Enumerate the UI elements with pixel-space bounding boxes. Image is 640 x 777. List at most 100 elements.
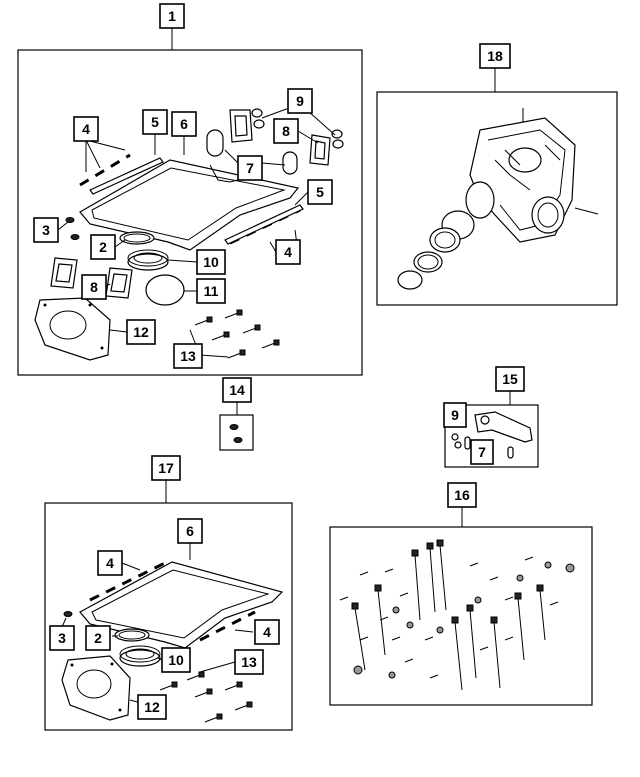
bolts-13-lower — [159, 671, 253, 723]
svg-text:12: 12 — [144, 699, 160, 715]
rect-gaskets-8-lower — [50, 257, 133, 299]
callout-5-b: 5 — [307, 179, 333, 205]
kit-1-group — [17, 28, 363, 376]
callout-8-a: 8 — [273, 118, 299, 144]
svg-text:10: 10 — [168, 652, 184, 668]
callout-2-b: 2 — [85, 625, 111, 651]
bracket-15 — [474, 411, 533, 443]
oval-gaskets-7-upper — [206, 129, 298, 175]
callout-15: 15 — [495, 366, 525, 392]
svg-text:8: 8 — [90, 279, 98, 295]
svg-text:17: 17 — [158, 460, 174, 476]
leaders-kit-17 — [61, 543, 254, 707]
kit-16-group — [329, 507, 593, 706]
o-ring-11 — [145, 274, 185, 306]
callout-3-b: 3 — [49, 625, 75, 651]
bolt-set-16 — [339, 539, 575, 691]
svg-text:6: 6 — [186, 523, 194, 539]
svg-text:7: 7 — [478, 444, 486, 460]
svg-text:3: 3 — [42, 222, 50, 238]
kit-17-group — [44, 480, 293, 731]
svg-text:14: 14 — [229, 382, 245, 398]
svg-text:1: 1 — [168, 8, 176, 24]
item-14-group — [219, 402, 254, 451]
callout-10-a: 10 — [196, 249, 226, 275]
seal-ring-2 — [119, 231, 155, 245]
callout-6-b: 6 — [177, 518, 203, 544]
kit-16-frame — [329, 526, 593, 706]
callout-14: 14 — [222, 377, 252, 403]
svg-text:13: 13 — [180, 348, 196, 364]
seal-10-lower — [119, 645, 161, 667]
bolts-13-upper — [194, 309, 280, 359]
svg-text:4: 4 — [284, 244, 292, 260]
dowel-pins-3 — [65, 217, 80, 240]
callout-12-a: 12 — [126, 319, 156, 345]
svg-text:15: 15 — [502, 371, 518, 387]
callout-18: 18 — [479, 43, 511, 69]
kit-15-group — [444, 390, 539, 468]
callout-13-b: 13 — [234, 649, 264, 675]
callout-5-a: 5 — [142, 109, 168, 135]
seal-strips-5 — [89, 157, 304, 245]
svg-text:12: 12 — [133, 324, 149, 340]
svg-text:2: 2 — [94, 630, 102, 646]
svg-text:3: 3 — [58, 630, 66, 646]
callout-6-a: 6 — [171, 111, 197, 137]
svg-text:2: 2 — [99, 239, 107, 255]
svg-text:7: 7 — [246, 160, 254, 176]
svg-text:9: 9 — [451, 407, 459, 423]
item-14-frame — [219, 414, 254, 451]
gasket-strips-4-lower — [89, 561, 256, 642]
svg-text:11: 11 — [204, 283, 219, 299]
supercharger-housing — [465, 117, 576, 243]
svg-text:18: 18 — [487, 48, 503, 64]
callout-17: 17 — [151, 455, 181, 481]
callout-13-a: 13 — [173, 343, 203, 369]
callout-7-a: 7 — [237, 155, 263, 181]
callout-4-b: 4 — [275, 239, 301, 265]
callout-10-b: 10 — [161, 647, 191, 673]
svg-text:6: 6 — [180, 116, 188, 132]
kit-18-frame — [376, 91, 618, 306]
svg-text:4: 4 — [82, 121, 90, 137]
callout-2-a: 2 — [90, 234, 116, 260]
callout-8-b: 8 — [81, 274, 107, 300]
oil-pan-gasket-6 — [79, 159, 300, 251]
svg-text:10: 10 — [203, 254, 219, 270]
svg-text:16: 16 — [454, 487, 470, 503]
callout-9-a: 9 — [287, 88, 313, 114]
kit-1-frame — [17, 49, 363, 376]
callout-3-a: 3 — [33, 217, 59, 243]
rect-gaskets-8-upper — [229, 109, 331, 166]
callout-7-b: 7 — [470, 439, 494, 465]
oil-pan-gasket-6-lower — [79, 561, 284, 649]
svg-text:4: 4 — [106, 555, 114, 571]
seals-18 — [397, 251, 443, 290]
callout-12-b: 12 — [137, 694, 167, 720]
cover-gasket-12-lower — [61, 655, 131, 721]
callout-16: 16 — [447, 482, 477, 508]
svg-text:9: 9 — [296, 93, 304, 109]
kit-17-frame — [44, 502, 293, 731]
kit-18-group — [376, 68, 618, 306]
seal-10-upper — [127, 249, 169, 271]
seal-ring-2-lower — [114, 628, 150, 642]
svg-text:13: 13 — [241, 654, 257, 670]
coupler-18 — [429, 210, 475, 253]
svg-text:8: 8 — [282, 123, 290, 139]
stud-pin-18 — [522, 108, 599, 215]
svg-text:5: 5 — [316, 184, 324, 200]
o-rings-9 — [251, 108, 344, 149]
callout-9-b: 9 — [443, 402, 467, 428]
callout-1: 1 — [159, 3, 185, 29]
cover-gasket-12-upper — [34, 297, 111, 361]
callout-4-a: 4 — [73, 116, 99, 142]
dowel-pin-3-lower — [63, 611, 73, 617]
kit-15-frame — [444, 404, 539, 468]
callout-4-c: 4 — [97, 550, 123, 576]
svg-text:4: 4 — [263, 624, 271, 640]
svg-text:5: 5 — [151, 114, 159, 130]
callout-labels: 1 18 4 5 6 9 8 7 5 3 2 4 10 8 11 12 13 1… — [33, 3, 525, 720]
